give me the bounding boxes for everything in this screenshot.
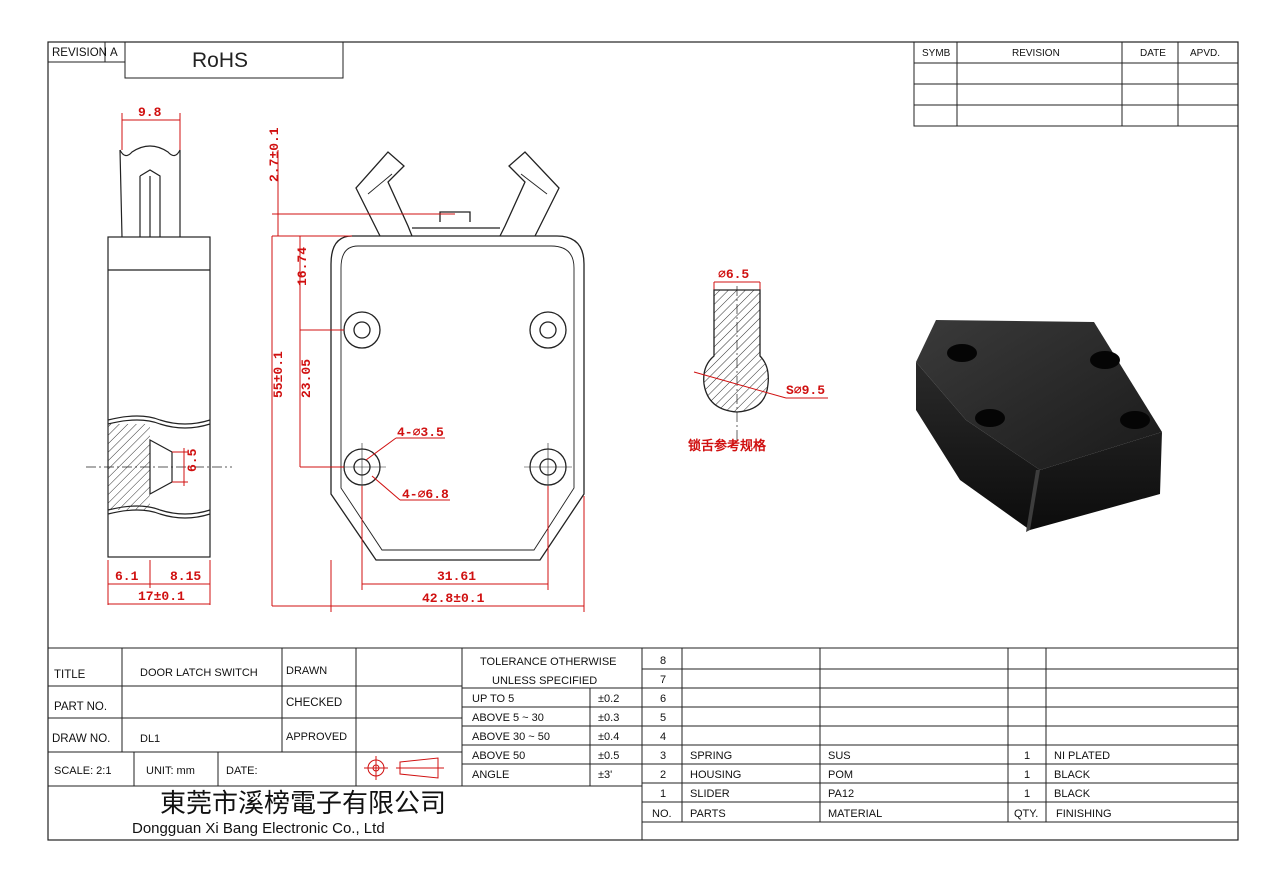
part-label: PART NO. [54, 701, 107, 713]
bom-row-no: 5 [660, 712, 666, 724]
dim-key-width: ⌀6.5 [718, 267, 749, 282]
dim-tab-height: 2.7±0.1 [267, 127, 282, 182]
company-cn: 東莞市溪榜電子有限公司 [160, 788, 446, 818]
dim-side-right: 8.15 [170, 569, 201, 584]
draw-value: DL1 [140, 733, 160, 745]
bom-row-qty: 1 [1024, 769, 1030, 781]
dim-hole-span: 31.61 [437, 569, 476, 584]
dim-side-hole: 6.5 [185, 448, 200, 472]
dim-hole-spacing: 23.05 [299, 359, 314, 398]
approved-label: APPROVED [286, 731, 347, 743]
front-view-dimensions [271, 150, 585, 612]
sheet-border [47, 41, 1239, 841]
bom-header-finish: FINISHING [1056, 808, 1112, 820]
revision-value: A [110, 47, 118, 59]
dim-side-total: 17±0.1 [138, 589, 185, 604]
title-label: TITLE [54, 669, 86, 681]
revision-table: SYMB REVISION DATE APVD. [913, 41, 1239, 127]
bom-header-qty: QTY. [1014, 808, 1038, 820]
bom-header-material: MATERIAL [828, 808, 882, 820]
tolerance-range: UP TO 5 [472, 693, 514, 705]
bom-row-material: SUS [828, 750, 851, 762]
dim-side-width: 9.8 [138, 105, 162, 120]
title-value: DOOR LATCH SWITCH [140, 667, 258, 679]
revision-header: REVISION A RoHS [48, 41, 344, 79]
bom-row-part: HOUSING [690, 769, 741, 781]
tolerance-range: ABOVE 5 ~ 30 [472, 712, 544, 724]
bom-row-no: 6 [660, 693, 666, 705]
company-en: Dongguan Xi Bang Electronic Co., Ltd [132, 820, 385, 837]
bom-row-finish: BLACK [1054, 788, 1091, 800]
tolerance-range: ANGLE [472, 769, 509, 781]
rohs-label: RoHS [192, 49, 248, 72]
dim-small-hole: 4-⌀3.5 [397, 425, 444, 440]
dim-upper-hole: 16.74 [295, 247, 310, 286]
bom-row-material: POM [828, 769, 853, 781]
rev-col-symb: SYMB [922, 48, 951, 59]
side-view-dimensions [107, 113, 211, 605]
bom-row-no: 4 [660, 731, 666, 743]
key-note: 锁舌参考规格 [688, 438, 767, 453]
dim-body-width: 42.8±0.1 [422, 591, 485, 606]
side-view [86, 145, 232, 558]
tolerance-value: ±0.2 [598, 693, 619, 705]
draw-label: DRAW NO. [52, 733, 110, 745]
dim-large-hole: 4-⌀6.8 [402, 487, 449, 502]
rev-col-apvd: APVD. [1190, 48, 1220, 59]
bom-row-no: 8 [660, 655, 666, 667]
title-block [48, 647, 1238, 840]
scale-label: SCALE: 2:1 [54, 765, 111, 777]
tolerance-value: ±0.5 [598, 750, 619, 762]
bom-row-no: 3 [660, 750, 666, 762]
rev-col-date: DATE [1140, 48, 1166, 59]
bom-row-finish: NI PLATED [1054, 750, 1110, 762]
unit-label: UNIT: mm [146, 765, 195, 777]
tolerance-range: ABOVE 30 ~ 50 [472, 731, 550, 743]
projection-symbol [364, 756, 444, 780]
checked-label: CHECKED [286, 697, 342, 709]
dim-side-left: 6.1 [115, 569, 139, 584]
bom-row-finish: BLACK [1054, 769, 1091, 781]
bom-table: 8 7 6 5 4 3 SPRING SUS 1 NI PLATED 2 HOU… [652, 655, 1112, 820]
rev-col-revision: REVISION [1012, 48, 1060, 59]
bom-row-no: 7 [660, 674, 666, 686]
bom-row-no: 1 [660, 788, 666, 800]
tolerance-rows: UP TO 5 ±0.2 ABOVE 5 ~ 30 ±0.3 ABOVE 30 … [472, 693, 619, 781]
tolerance-value: ±0.4 [598, 731, 619, 743]
bom-row-qty: 1 [1024, 750, 1030, 762]
key-detail [693, 281, 828, 440]
drawn-label: DRAWN [286, 665, 327, 677]
tolerance-heading-1: TOLERANCE OTHERWISE [480, 656, 617, 668]
revision-label: REVISION [52, 47, 107, 59]
dim-key-sphere: S⌀9.5 [786, 383, 825, 398]
bom-row-part: SLIDER [690, 788, 730, 800]
tolerance-range: ABOVE 50 [472, 750, 525, 762]
bom-header-no: NO. [652, 808, 672, 820]
bom-row-material: PA12 [828, 788, 854, 800]
date-label: DATE: [226, 765, 258, 777]
bom-row-part: SPRING [690, 750, 732, 762]
product-render [916, 320, 1162, 532]
tolerance-heading-2: UNLESS SPECIFIED [492, 675, 597, 687]
dim-total-height: 55±0.1 [271, 351, 286, 398]
tolerance-value: ±3' [598, 769, 612, 781]
front-view [330, 151, 585, 561]
bom-row-no: 2 [660, 769, 666, 781]
bom-header-part: PARTS [690, 808, 726, 820]
bom-row-qty: 1 [1024, 788, 1030, 800]
tolerance-value: ±0.3 [598, 712, 619, 724]
